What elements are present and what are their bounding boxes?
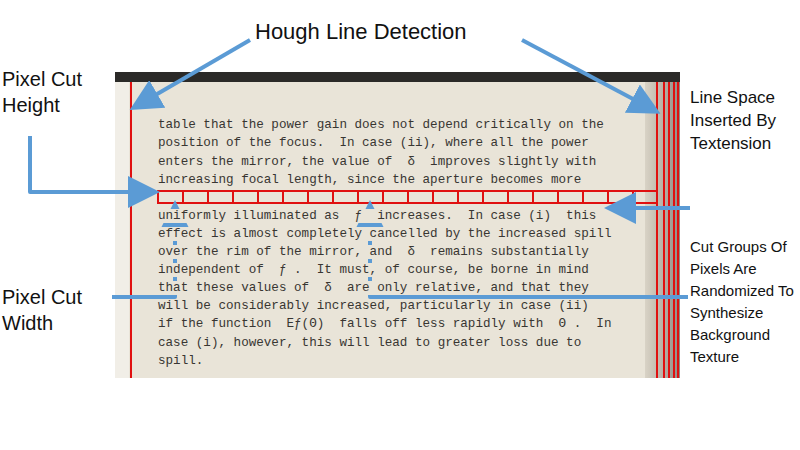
page-text-line: position of the focus. In case (ii), whe… [158, 136, 589, 150]
page-text-line: effect is almost completely cancelled by… [158, 227, 611, 241]
annotation-label: Pixel Cut Height [2, 66, 102, 118]
annotation-label: Cut Groups Of Pixels Are Randomized To S… [690, 236, 797, 368]
annotation-label: Pixel Cut Width [2, 284, 102, 336]
pixel-cut-row [158, 191, 657, 203]
annotation-title: Hough Line Detection [255, 18, 467, 46]
page-text-line: increasing focal length, since the apert… [158, 173, 581, 187]
page-text-line: independent of ƒ . It must, of course, b… [158, 263, 589, 277]
page-text-line: if the function Eƒ(Θ) falls off less rap… [158, 317, 611, 331]
annotation-label: Line Space Inserted By Textension [690, 86, 796, 155]
page-text-line: that these values of δ are only relative… [158, 281, 589, 295]
callout-arrows [30, 40, 690, 297]
page-text-line: uniformly illuminated as ƒ increases. In… [158, 209, 596, 223]
hough-lines [131, 82, 678, 378]
page-text-line: case (i), however, this will lead to gre… [158, 336, 581, 350]
page-text-line: over the rim of the mirror, and δ remain… [158, 245, 589, 259]
page-text-line: will be considerably increased, particul… [158, 299, 589, 313]
scanned-page [115, 72, 680, 378]
page-text-line: table that the power gain does not depen… [158, 118, 604, 132]
page-text-line: spill. [158, 354, 203, 368]
page-text-line: enters the mirror, the value of δ improv… [158, 155, 596, 169]
